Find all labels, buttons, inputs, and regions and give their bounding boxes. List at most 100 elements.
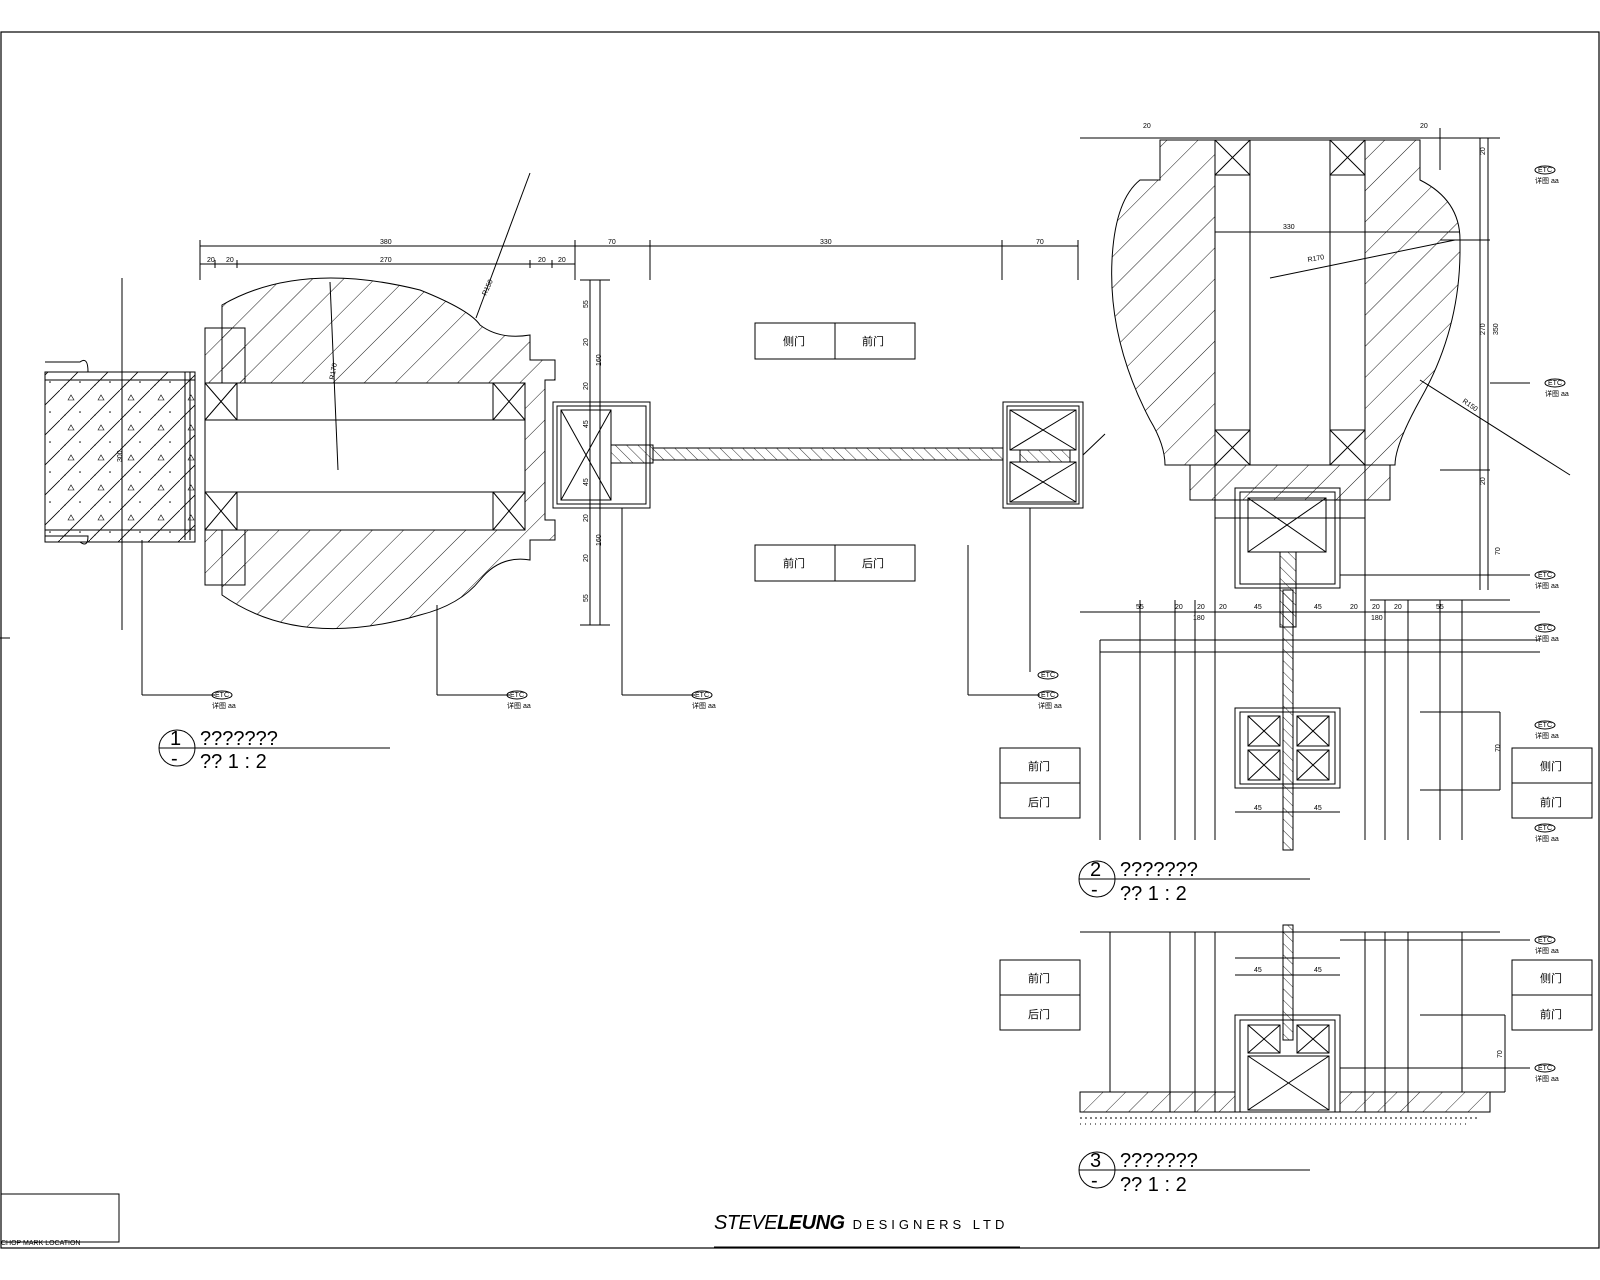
dim-v160b: 160 bbox=[596, 534, 603, 546]
callout-note: 详图 aa bbox=[1038, 701, 1062, 710]
dim-v45a: 45 bbox=[583, 420, 590, 428]
dim-70a: 70 bbox=[608, 239, 616, 246]
dim-20c: 20 bbox=[538, 257, 546, 264]
callout-note: 详图 aa bbox=[1535, 634, 1559, 643]
dim-330: 330 bbox=[820, 239, 832, 246]
detail-scale: ?? 1 : 2 bbox=[1120, 1174, 1187, 1196]
dim-55a: 55 bbox=[1136, 604, 1144, 611]
dim-45a: 45 bbox=[1254, 604, 1262, 611]
dim-45b: 45 bbox=[1314, 604, 1322, 611]
callout-note: 详图 aa bbox=[692, 701, 716, 710]
detail-number: 2 bbox=[1090, 859, 1101, 881]
callout-note: 详图 aa bbox=[1535, 176, 1559, 185]
concrete-wall bbox=[44, 371, 196, 543]
detail-1-title: 1 - ??????? ?? 1 : 2 bbox=[158, 728, 390, 773]
dim-v70b: 70 bbox=[1495, 744, 1502, 752]
callout-code: ETC bbox=[1538, 625, 1552, 632]
detail-title: ??????? bbox=[1120, 859, 1198, 881]
callout-code: ETC bbox=[1538, 572, 1552, 579]
dim-v70: 70 bbox=[1497, 1050, 1504, 1058]
dim-45a: 45 bbox=[1254, 967, 1262, 974]
dim-20d: 20 bbox=[558, 257, 566, 264]
dim-v350: 350 bbox=[1493, 323, 1500, 335]
dim-v45b: 45 bbox=[583, 478, 590, 486]
dim-r170: R170 bbox=[329, 363, 339, 381]
callout-note: 详图 aa bbox=[1535, 946, 1559, 955]
dim-r170: R170 bbox=[1307, 254, 1325, 264]
room-tag-front: 前门 bbox=[1028, 971, 1050, 985]
dim-45c: 45 bbox=[1254, 805, 1262, 812]
callout-note: 详图 aa bbox=[1535, 834, 1559, 843]
dim-20-right: 20 bbox=[1420, 123, 1428, 130]
detail-1-drawing bbox=[44, 172, 1106, 696]
dim-v20b: 20 bbox=[583, 382, 590, 390]
callout-code: ETC bbox=[215, 692, 229, 699]
detail-dash: - bbox=[1091, 1170, 1098, 1192]
detail-number: 1 bbox=[170, 728, 181, 750]
dim-v55b: 55 bbox=[583, 594, 590, 602]
dim-20a: 20 bbox=[1175, 604, 1183, 611]
dim-45d: 45 bbox=[1314, 805, 1322, 812]
sheet-border bbox=[0, 31, 1600, 1249]
dim-20e: 20 bbox=[1372, 604, 1380, 611]
dim-20b: 20 bbox=[226, 257, 234, 264]
dim-v20a: 20 bbox=[583, 338, 590, 346]
dim-v20d: 20 bbox=[583, 554, 590, 562]
dim-20d: 20 bbox=[1350, 604, 1358, 611]
room-tag-rear: 后门 bbox=[862, 556, 884, 570]
callout-note: 详图 aa bbox=[507, 701, 531, 710]
dim-v70a: 70 bbox=[1495, 547, 1502, 555]
detail-title: ??????? bbox=[1120, 1150, 1198, 1172]
detail-scale: ?? 1 : 2 bbox=[1120, 883, 1187, 905]
dim-20a: 20 bbox=[207, 257, 215, 264]
detail-3-drawing bbox=[1079, 924, 1530, 1125]
detail-2-title: 2 - ??????? ?? 1 : 2 bbox=[1078, 859, 1310, 905]
detail-scale: ?? 1 : 2 bbox=[200, 751, 267, 773]
dim-20c: 20 bbox=[1219, 604, 1227, 611]
room-tag-front: 前门 bbox=[1540, 1007, 1562, 1021]
room-tag-front: 前门 bbox=[783, 556, 805, 570]
detail-number: 3 bbox=[1090, 1150, 1101, 1172]
callout-note: 详图 aa bbox=[1535, 1074, 1559, 1083]
detail-title: ??????? bbox=[200, 728, 278, 750]
detail-3-callouts: ETC 详图 aa ETC 详图 aa bbox=[1534, 935, 1559, 1083]
dim-r150: R150 bbox=[481, 279, 494, 297]
company-suffix: DESIGNERS LTD bbox=[852, 1217, 1009, 1232]
callout-note: 详图 aa bbox=[212, 701, 236, 710]
room-tag-rear: 后门 bbox=[1028, 795, 1050, 809]
detail-3-title: 3 - ??????? ?? 1 : 2 bbox=[1078, 1150, 1310, 1196]
detail-1-callouts: ETC 详图 aa ETC 详图 aa ETC 详图 aa ETC ETC 详图… bbox=[211, 670, 1062, 710]
dim-180a: 180 bbox=[1193, 615, 1205, 622]
dim-20b: 20 bbox=[1197, 604, 1205, 611]
callout-code: ETC bbox=[1538, 1065, 1552, 1072]
company-name-part2: LEUNG bbox=[777, 1212, 845, 1234]
detail-2-callouts: ETC 详图 aa ETC 详图 aa ETC 详图 aa ETC 详图 aa … bbox=[1534, 165, 1569, 843]
dim-55b: 55 bbox=[1436, 604, 1444, 611]
callout-code: ETC bbox=[1041, 672, 1055, 679]
dim-v20b: 20 bbox=[1480, 477, 1487, 485]
callout-code: ETC bbox=[510, 692, 524, 699]
detail-3-dimensions: 45 45 70 bbox=[1254, 967, 1504, 1058]
dim-v270: 270 bbox=[1480, 323, 1487, 335]
company-logo: STEVELEUNG DESIGNERS LTD bbox=[714, 1212, 1008, 1235]
callout-code: ETC bbox=[1538, 722, 1552, 729]
dim-70b: 70 bbox=[1036, 239, 1044, 246]
room-tag-side: 侧门 bbox=[783, 334, 805, 348]
callout-code: ETC bbox=[1041, 692, 1055, 699]
dim-380: 380 bbox=[380, 239, 392, 246]
dim-180b: 180 bbox=[1371, 615, 1383, 622]
dim-330: 330 bbox=[1283, 224, 1295, 231]
dim-v20: 20 bbox=[1480, 147, 1487, 155]
detail-2-room-tags: 前门 后门 侧门 前门 bbox=[999, 747, 1593, 819]
detail-3-room-tags: 前门 后门 侧门 前门 bbox=[999, 959, 1593, 1031]
callout-code: ETC bbox=[1548, 380, 1562, 387]
room-tag-side: 侧门 bbox=[1540, 759, 1562, 773]
callout-code: ETC bbox=[695, 692, 709, 699]
dim-wall: 300 bbox=[117, 450, 124, 462]
detail-1-room-tags: 侧门 前门 前门 后门 bbox=[754, 322, 916, 582]
detail-dash: - bbox=[1091, 879, 1098, 901]
callout-note: 详图 aa bbox=[1535, 581, 1559, 590]
chop-mark-label: CHOP MARK LOCATION bbox=[1, 1240, 81, 1247]
dim-v20c: 20 bbox=[583, 514, 590, 522]
company-name-part1: STEVE bbox=[714, 1212, 778, 1234]
